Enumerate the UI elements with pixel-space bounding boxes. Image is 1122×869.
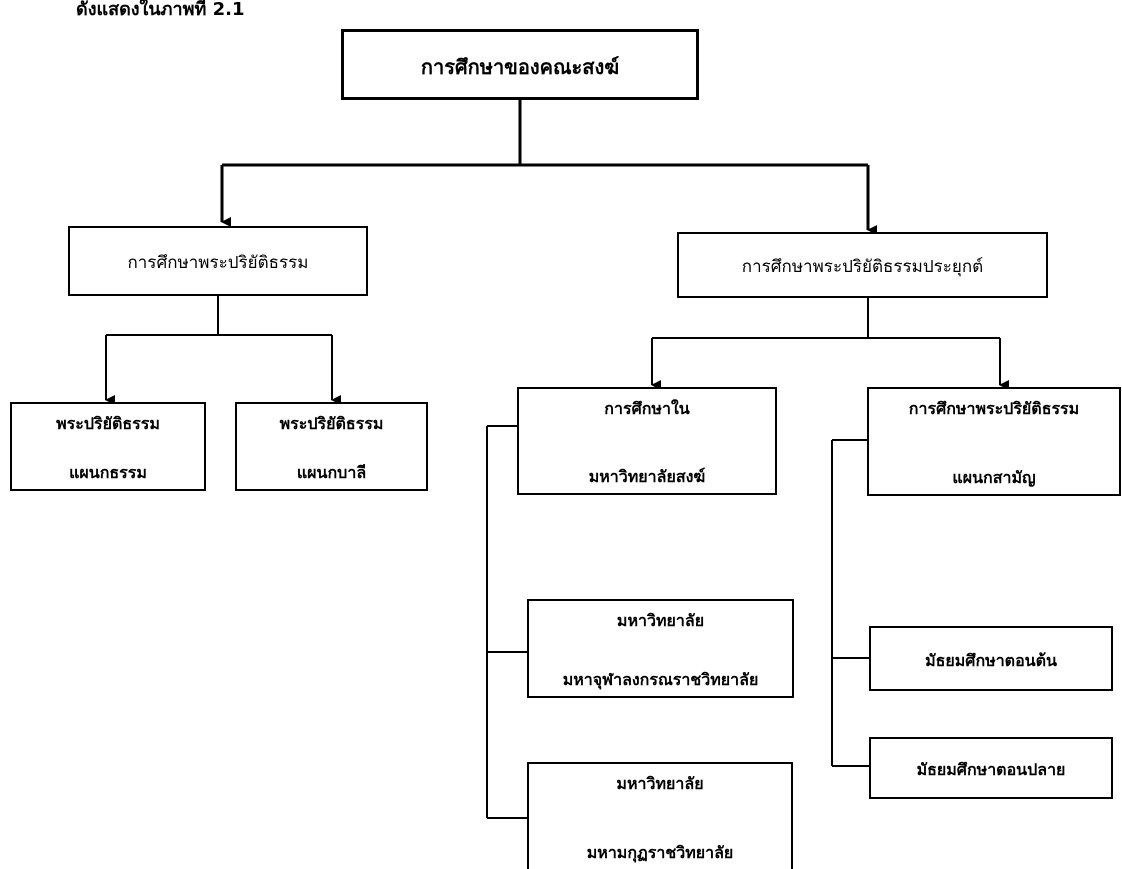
general-education-line2: แผนกสามัญ xyxy=(952,468,1036,487)
mcu-line2: มหาจุฬาลงกรณราชวิทยาลัย xyxy=(562,670,759,689)
mbu-node: มหาวิทยาลัย มหามกุฏราชวิทยาลัย xyxy=(527,762,793,869)
sangha-university-line1: การศึกษาใน xyxy=(604,399,690,418)
pali-node: พระปริยัติธรรม แผนกบาลี xyxy=(235,402,428,491)
pali-line1: พระปริยัติธรรม xyxy=(279,414,384,433)
upper-secondary-node: มัธยมศึกษาตอนปลาย xyxy=(869,737,1113,799)
mbu-line1: มหาวิทยาลัย xyxy=(616,774,704,793)
sangha-university-node: การศึกษาใน มหาวิทยาลัยสงฆ์ xyxy=(517,387,777,495)
mbu-line2: มหามกุฏราชวิทยาลัย xyxy=(586,843,734,862)
right-main-node: การศึกษาพระปริยัติธรรมประยุกต์ xyxy=(677,232,1048,298)
mcu-line1: มหาวิทยาลัย xyxy=(616,611,705,630)
sangha-university-line2: มหาวิทยาลัยสงฆ์ xyxy=(588,467,706,486)
upper-secondary-label: มัธยมศึกษาตอนปลาย xyxy=(916,760,1066,779)
lower-secondary-label: มัธยมศึกษาตอนต้น xyxy=(925,650,1057,670)
pali-line2: แผนกบาลี xyxy=(296,463,367,482)
left-main-label: การศึกษาพระปริยัติธรรม xyxy=(127,253,309,273)
general-education-line1: การศึกษาพระปริยัติธรรม xyxy=(908,399,1080,418)
figure-caption: ดังแสดงในภาพที่ 2.1 xyxy=(76,0,245,20)
dhamma-line1: พระปริยัติธรรม xyxy=(56,414,160,433)
lower-secondary-node: มัธยมศึกษาตอนต้น xyxy=(869,626,1113,691)
general-education-node: การศึกษาพระปริยัติธรรม แผนกสามัญ xyxy=(867,387,1121,496)
root-label: การศึกษาของคณะสงฆ์ xyxy=(420,54,620,79)
dhamma-line2: แผนกธรรม xyxy=(69,463,147,482)
mcu-node: มหาวิทยาลัย มหาจุฬาลงกรณราชวิทยาลัย xyxy=(527,599,794,698)
dhamma-node: พระปริยัติธรรม แผนกธรรม xyxy=(10,402,206,491)
right-main-label: การศึกษาพระปริยัติธรรมประยุกต์ xyxy=(741,257,984,277)
root-node: การศึกษาของคณะสงฆ์ xyxy=(341,29,699,100)
left-main-node: การศึกษาพระปริยัติธรรม xyxy=(68,226,368,296)
